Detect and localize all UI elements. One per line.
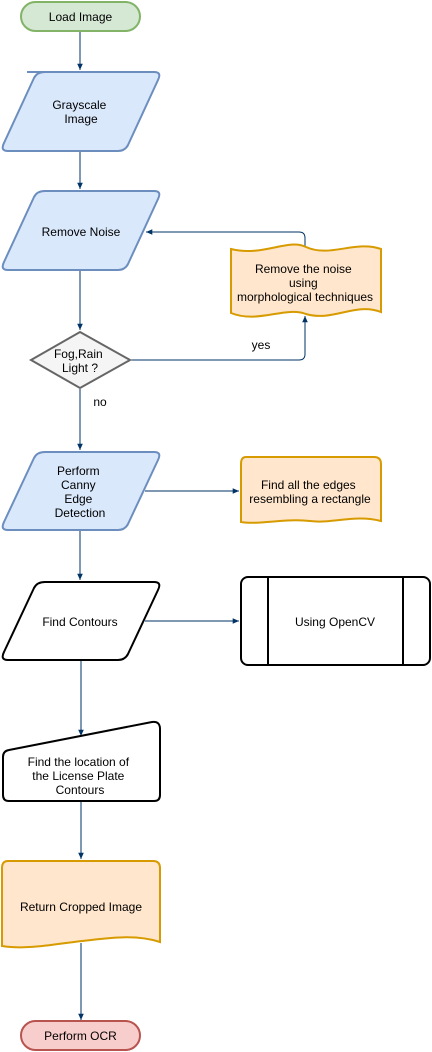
node-return-cropped-image[interactable]: Return Cropped Image <box>0 860 161 949</box>
node-perform-canny-label: Perform Canny Edge Detection <box>55 464 106 520</box>
node-perform-ocr-label: Perform OCR <box>44 1029 117 1043</box>
node-load-image-label: Load Image <box>49 10 113 24</box>
node-remove-noise-label: Remove Noise <box>42 225 121 239</box>
node-remove-noise[interactable]: Remove Noise <box>1 190 161 271</box>
node-decision-label: Fog,Rain Light ? <box>54 347 106 375</box>
node-morphological-label: Remove the noise using morphological tec… <box>237 262 373 304</box>
node-find-contours-label: Find Contours <box>42 615 117 629</box>
edge-label-yes: yes <box>252 338 271 352</box>
connectors <box>77 31 308 1020</box>
node-find-edges[interactable]: Find all the edges resembling a rectangl… <box>240 456 382 524</box>
arrow-decision-yes-to-morph <box>130 316 308 361</box>
node-using-opencv[interactable]: Using OpenCV <box>240 576 431 666</box>
node-using-opencv-label: Using OpenCV <box>295 615 375 629</box>
node-morphological[interactable]: Remove the noise using morphological tec… <box>230 243 382 318</box>
node-grayscale-image-label: Grayscale Image <box>52 98 109 126</box>
node-find-edges-label: Find all the edges resembling a rectangl… <box>249 478 371 506</box>
node-grayscale-image[interactable]: Grayscale Image <box>1 71 161 152</box>
node-perform-ocr[interactable]: Perform OCR <box>20 1020 141 1051</box>
node-perform-canny[interactable]: Perform Canny Edge Detection <box>1 451 161 531</box>
edge-label-no: no <box>93 395 107 409</box>
node-find-location[interactable]: Find the location of the License Plate C… <box>2 720 161 802</box>
node-decision-fog-rain-light[interactable]: Fog,Rain Light ? <box>28 330 133 390</box>
node-load-image[interactable]: Load Image <box>20 1 141 32</box>
arrow-morph-to-remove-noise <box>146 229 306 249</box>
node-find-contours[interactable]: Find Contours <box>1 581 161 661</box>
node-find-location-label: Find the location of the License Plate C… <box>28 755 133 797</box>
node-return-cropped-image-label: Return Cropped Image <box>20 900 142 914</box>
